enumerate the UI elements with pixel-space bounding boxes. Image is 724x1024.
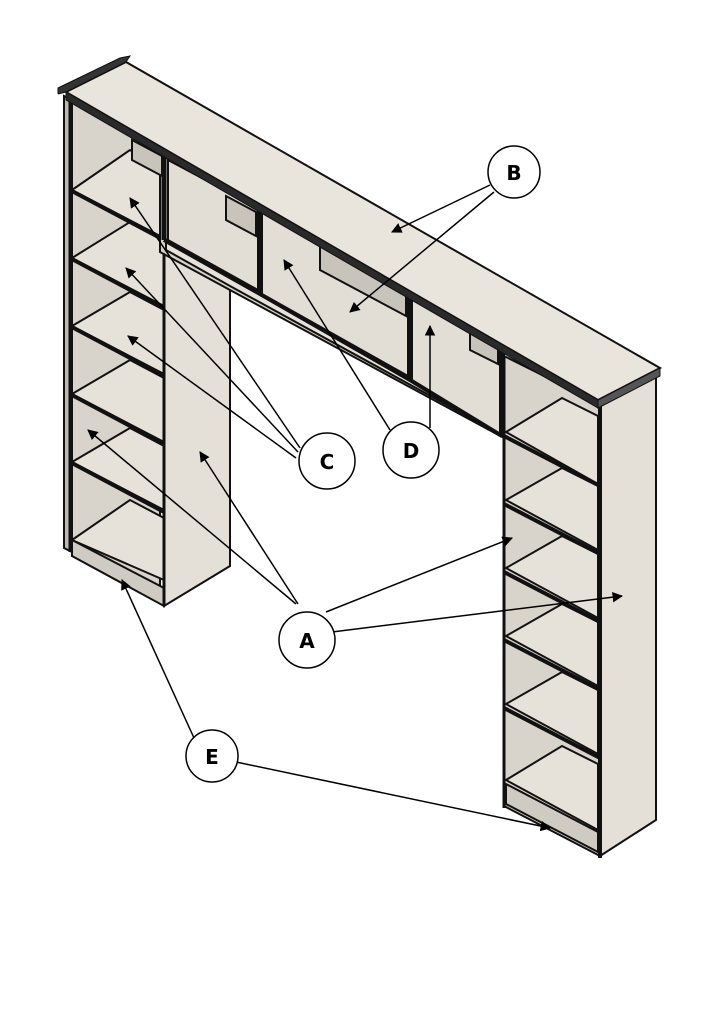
callout-c-label: C [320,450,335,474]
leader-a-3 [325,536,513,613]
left-unit-shelf-edges [69,188,165,514]
leader-e-2 [235,761,552,832]
leader-b-2 [349,191,495,313]
callout-b-label: B [506,161,521,185]
callout-b: B [487,145,541,199]
callout-d-label: D [403,439,420,463]
callout-e: E [185,729,239,783]
bridge-dividers [161,156,505,436]
callout-d: D [382,421,440,479]
leader-lines [87,184,624,832]
bridge-lower-edge [163,238,504,438]
right-bookcase-unit [502,354,657,858]
right-unit-shelves [503,396,599,832]
leader-a-4 [331,591,624,633]
callout-a: A [278,611,336,669]
leader-b-1 [391,184,491,233]
leader-c-1 [129,197,301,449]
leader-e-1 [121,579,195,739]
callout-a-label: A [299,629,315,653]
right-unit-shelf-edges [503,434,601,760]
leader-c-3 [127,335,297,459]
right-unit-right-side-panel [599,370,657,858]
left-bookcase-unit [63,94,231,608]
top-board-side-edge [597,367,661,409]
callout-e-label: E [205,745,219,769]
leader-c-2 [125,267,299,453]
leader-d-1 [283,259,391,431]
leader-a-1 [87,429,297,605]
top-board [57,55,663,409]
callout-c: C [298,432,356,490]
leader-a-2 [199,451,299,605]
